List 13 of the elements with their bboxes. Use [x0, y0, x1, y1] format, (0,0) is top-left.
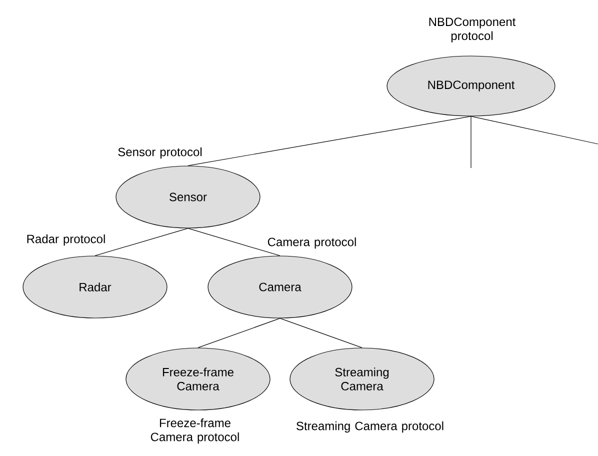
protocol-label: Sensor protocol	[118, 147, 202, 159]
protocol-label: NBDComponent protocol	[429, 18, 516, 42]
protocol-label: Freeze-frame Camera protocol	[150, 418, 239, 444]
connector-line	[470, 116, 598, 144]
connector-line	[188, 228, 280, 256]
connector-line	[188, 116, 472, 166]
connector-line	[280, 318, 362, 348]
protocol-label: Streaming Camera protocol	[296, 421, 444, 433]
connector-line	[198, 318, 280, 348]
connector-line	[470, 116, 472, 168]
protocol-label: Camera protocol	[268, 237, 356, 249]
connector-line	[94, 228, 188, 256]
protocol-label: Radar protocol	[27, 234, 105, 246]
